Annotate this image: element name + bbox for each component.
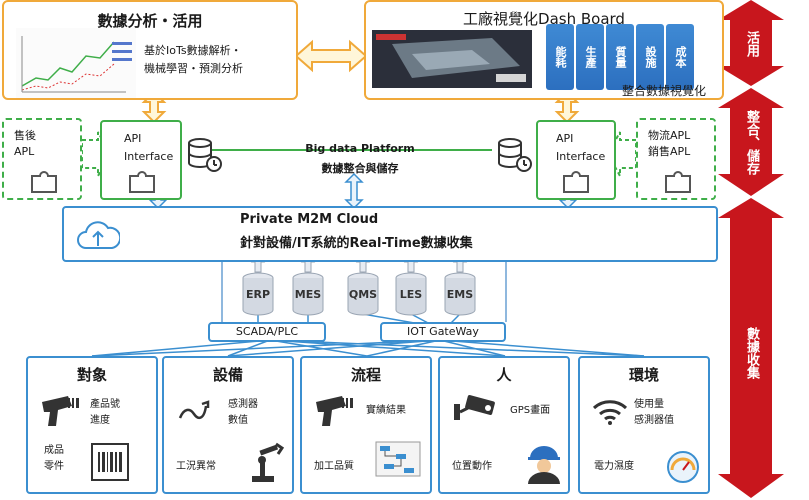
card-equipment-t2: 數值 [228, 414, 248, 428]
cloud-up-arrows [150, 172, 576, 208]
card-environment-t1: 使用量 [634, 398, 664, 412]
card-process-t3: 加工品質 [314, 460, 354, 474]
right-apl-line1: 物流APL [648, 128, 690, 144]
card-object-t2: 進度 [90, 414, 110, 428]
right-apl-box: 物流APL 銷售APL [636, 118, 716, 200]
system-mes: MES [291, 272, 325, 316]
right-api-line2: Interface [556, 148, 605, 166]
analysis-chart-icon [16, 28, 136, 98]
card-person-t3: 位置動作 [452, 460, 492, 474]
card-person-t1: GPS畫面 [510, 404, 550, 418]
side-label-use: 活用 [742, 22, 761, 66]
card-person-title: 人 [440, 364, 568, 385]
system-ems: EMS [443, 272, 477, 316]
analysis-box: 數據分析・活用 基於IoTs數據解析・ 機械學習・預測分析 [2, 0, 298, 100]
iot-gateway: IOT GateWay [380, 322, 506, 342]
card-object-t1: 產品號 [90, 398, 120, 412]
card-environment-t3: 電力濕度 [594, 460, 634, 474]
pill-cost: 成本 [666, 24, 694, 90]
system-erp: ERP [241, 272, 275, 316]
cloud-box: Private M2M Cloud 針對設備/IT系統的Real-Time數據收… [62, 206, 718, 262]
right-apl-line2: 銷售APL [648, 144, 690, 160]
puzzle-icon [562, 170, 592, 196]
database-icon-right [496, 136, 536, 176]
card-equipment: 設備 感測器 數值 工況異常 [162, 356, 294, 494]
side-label-integrate: 整合、儲存 [742, 106, 761, 178]
left-apl-line1: 售後 [14, 128, 36, 144]
sensor-wave-icon [176, 394, 216, 424]
card-process-title: 流程 [302, 364, 430, 385]
system-qms-label: QMS [346, 288, 380, 301]
card-object-t4: 零件 [44, 460, 64, 474]
worker-icon [524, 440, 564, 484]
system-mes-label: MES [291, 288, 325, 301]
platform-title: Big data Platform [230, 142, 490, 155]
card-object-title: 對象 [28, 364, 156, 385]
puzzle-icon [128, 170, 158, 196]
left-apl-box: 售後 APL [2, 118, 82, 200]
system-ems-label: EMS [443, 288, 477, 301]
right-api-line1: API [556, 130, 605, 148]
analysis-desc-line1: 基於IoTs數據解析・ [144, 42, 243, 60]
dashboard-box: 工廠視覺化Dash Board 能耗 生產 質量 設施 成本 整合數據視覺化 [364, 0, 724, 100]
barcode-box-icon [90, 442, 130, 482]
card-process: 流程 實績結果 加工品質 [300, 356, 432, 494]
left-api-line1: API [124, 130, 173, 148]
left-api-box: API Interface [100, 120, 182, 200]
puzzle-icon [30, 170, 60, 196]
right-api-box: API Interface [536, 120, 616, 200]
card-object: 對象 產品號 進度 成品 零件 [26, 356, 158, 494]
gauge-icon [666, 450, 700, 484]
analysis-desc: 基於IoTs數據解析・ 機械學習・預測分析 [144, 42, 243, 78]
left-apl-line2: APL [14, 144, 36, 160]
top-double-arrow [296, 42, 366, 70]
system-les: LES [394, 272, 428, 316]
robot-arm-icon [246, 440, 286, 484]
flowchart-icon [374, 440, 424, 480]
gateway-fan-lines [92, 340, 644, 356]
side-label-collect: 數據收集 [742, 318, 761, 388]
database-icon-left [186, 136, 226, 176]
cloud-upload-icon [76, 218, 120, 252]
platform-subtitle: 數據整合與儲存 [230, 160, 490, 176]
system-les-label: LES [394, 288, 428, 301]
card-process-t1: 實績結果 [366, 404, 406, 418]
side-red-arrows [718, 0, 784, 498]
card-environment: 環境 使用量 感測器值 電力濕度 [578, 356, 710, 494]
card-equipment-title: 設備 [164, 364, 292, 385]
card-person: 人 GPS畫面 位置動作 [438, 356, 570, 494]
system-erp-label: ERP [241, 288, 275, 301]
pill-energy: 能耗 [546, 24, 574, 90]
dashboard-caption: 整合數據視覺化 [622, 82, 706, 99]
card-environment-title: 環境 [580, 364, 708, 385]
cloud-subtitle: 針對設備/IT系統的Real-Time數據收集 [240, 232, 473, 251]
analysis-desc-line2: 機械學習・預測分析 [144, 60, 243, 78]
barcode-scanner-icon [38, 392, 82, 428]
security-camera-icon [452, 394, 500, 428]
card-object-t3: 成品 [44, 444, 64, 458]
puzzle-icon [664, 170, 694, 196]
pill-production: 生產 [576, 24, 604, 90]
left-api-line2: Interface [124, 148, 173, 166]
dashboard-screen-image [372, 30, 532, 88]
pill-facility: 設施 [636, 24, 664, 90]
wifi-icon [590, 396, 630, 426]
card-equipment-t3: 工況異常 [176, 460, 216, 474]
card-equipment-t1: 感測器 [228, 398, 258, 412]
pill-quality: 質量 [606, 24, 634, 90]
cloud-title: Private M2M Cloud [240, 212, 378, 227]
system-qms: QMS [346, 272, 380, 316]
barcode-scanner-icon [312, 392, 356, 428]
scada-gateway: SCADA/PLC [208, 322, 326, 342]
card-environment-t2: 感測器值 [634, 414, 674, 428]
